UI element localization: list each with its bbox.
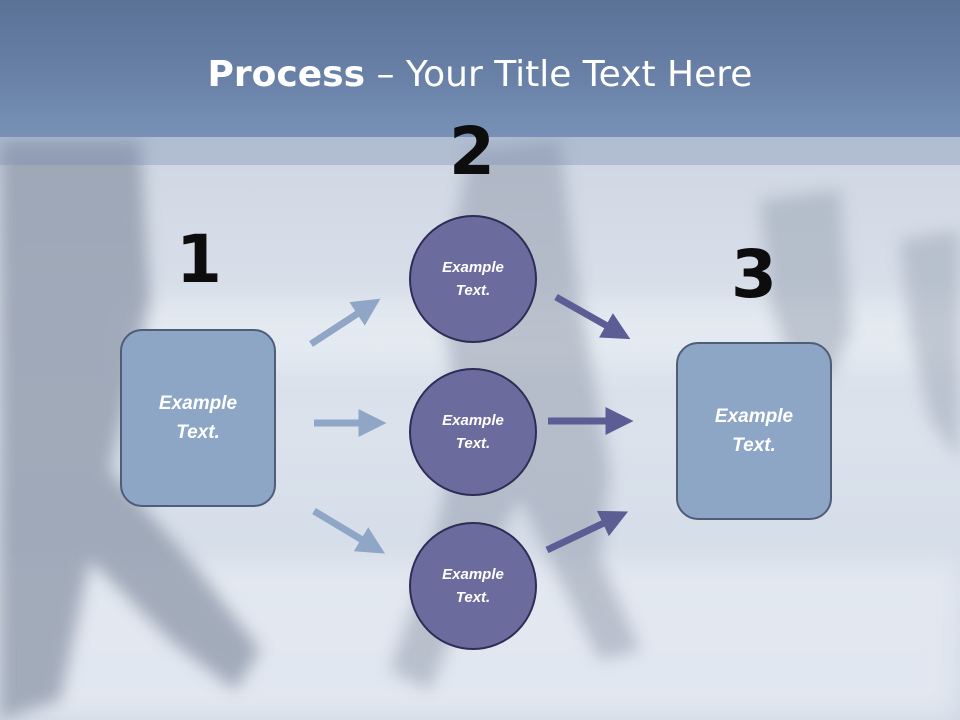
circle-middle-line1: Example — [442, 412, 504, 429]
circle-top-line1: Example — [442, 259, 504, 276]
arrow-1-to-bottom — [312, 507, 386, 554]
step-1-text-line2: Text. — [176, 422, 220, 443]
circle-bottom-line2: Text. — [455, 589, 491, 606]
title-rest: – Your Title Text Here — [365, 54, 753, 95]
arrow-1-to-top — [309, 298, 381, 347]
step-number-2: 2 — [449, 113, 495, 190]
step-number-3: 3 — [731, 236, 777, 313]
step-2-circle-bottom: Example Text. — [409, 522, 537, 650]
slide-title: Process – Your Title Text Here — [0, 52, 960, 98]
step-1-box: Example Text. — [120, 329, 276, 507]
step-number-1: 1 — [176, 221, 222, 298]
title-strip — [0, 137, 960, 165]
circle-top-line2: Text. — [455, 282, 491, 299]
circle-middle-line2: Text. — [455, 435, 491, 452]
step-3-box: Example Text. — [676, 342, 832, 520]
arrow-top-to-3 — [554, 293, 631, 340]
step-2-circle-middle: Example Text. — [409, 368, 537, 496]
step-2-circle-top: Example Text. — [409, 215, 537, 343]
arrow-bottom-to-3 — [545, 510, 629, 554]
step-3-text-line1: Example — [714, 406, 794, 427]
step-3-text-line2: Text. — [732, 435, 776, 456]
title-bar — [0, 0, 960, 137]
circle-bottom-line1: Example — [442, 566, 504, 583]
step-1-text-line1: Example — [158, 393, 238, 414]
title-bold: Process — [207, 54, 366, 95]
